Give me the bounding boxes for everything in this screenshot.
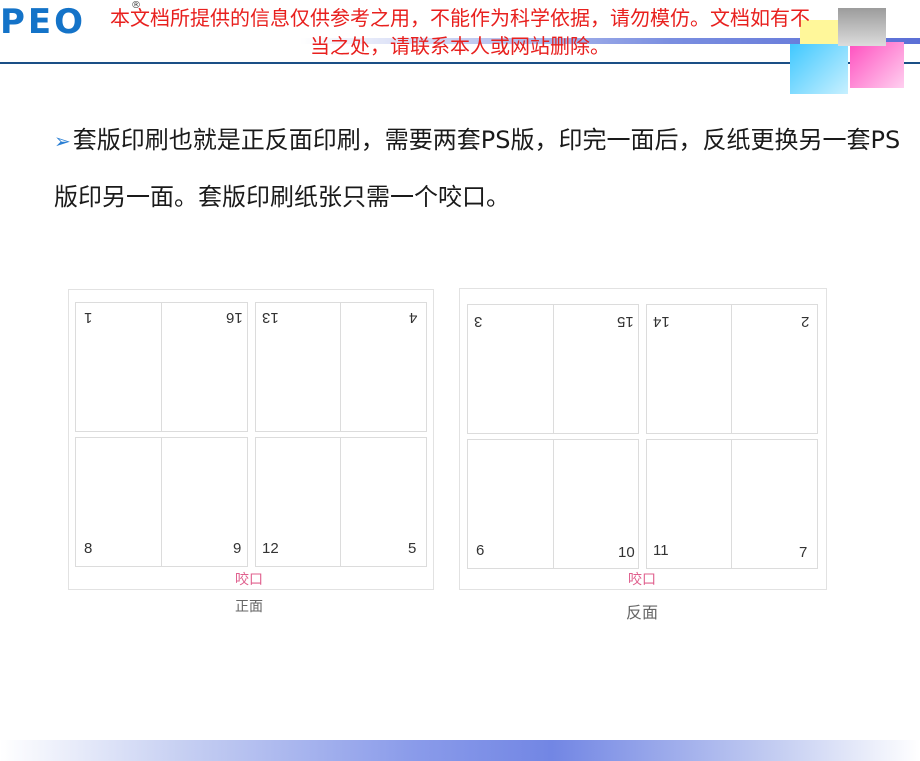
disclaimer-notice: 本文档所提供的信息仅供参考之用，不能作为科学依据，请勿模仿。文档如有不 当之处，… bbox=[0, 0, 920, 60]
body-text: 套版印刷也就是正反面印刷，需要两套PS版，印完一面后，反纸更换另一套PS版印另一… bbox=[54, 126, 901, 211]
page-number: 6 bbox=[476, 542, 485, 559]
back-bottom-left-block: 6 10 bbox=[467, 439, 639, 569]
logo: PEO bbox=[0, 2, 87, 42]
page-number: 14 bbox=[653, 313, 670, 330]
page-number: 4 bbox=[409, 309, 418, 326]
back-side-label: 反面 bbox=[626, 603, 659, 622]
page-number: 15 bbox=[617, 313, 634, 330]
page-number: 16 bbox=[226, 309, 243, 326]
gripper-label: 咬口 bbox=[235, 572, 263, 588]
back-sheet: 3 15 14 2 6 10 11 7 咬口 bbox=[459, 288, 827, 590]
header-divider bbox=[0, 62, 920, 64]
page-number: 13 bbox=[262, 309, 279, 326]
footer-gradient-bar bbox=[0, 740, 920, 761]
cyan-swatch bbox=[790, 44, 848, 94]
back-top-right-block: 14 2 bbox=[646, 304, 818, 434]
front-side-label: 正面 bbox=[235, 599, 263, 615]
page-number: 1 bbox=[84, 309, 93, 326]
notice-line-2: 当之处，请联系本人或网站删除。 bbox=[310, 34, 610, 58]
front-bottom-right-block: 12 5 bbox=[255, 437, 427, 567]
page-number: 11 bbox=[653, 542, 669, 559]
back-bottom-right-block: 11 7 bbox=[646, 439, 818, 569]
page-number: 2 bbox=[801, 313, 810, 330]
magenta-swatch bbox=[850, 42, 904, 88]
front-top-right-block: 13 4 bbox=[255, 302, 427, 432]
back-top-left-block: 3 15 bbox=[467, 304, 639, 434]
page-number: 12 bbox=[262, 540, 279, 557]
gripper-label: 咬口 bbox=[628, 572, 656, 588]
front-top-left-block: 1 16 bbox=[75, 302, 248, 432]
page-number: 10 bbox=[618, 544, 635, 561]
front-bottom-left-block: 8 9 bbox=[75, 437, 248, 567]
page-number: 5 bbox=[408, 540, 417, 557]
notice-line-1: 本文档所提供的信息仅供参考之用，不能作为科学依据，请勿模仿。文档如有不 bbox=[110, 6, 810, 30]
header-strip: PEO ® 本文档所提供的信息仅供参考之用，不能作为科学依据，请勿模仿。文档如有… bbox=[0, 0, 920, 94]
front-sheet: 1 16 13 4 8 9 12 5 咬口 bbox=[68, 289, 434, 590]
header-gradient bbox=[300, 38, 920, 44]
page-number: 8 bbox=[84, 540, 93, 557]
registered-mark-icon: ® bbox=[131, 0, 141, 11]
page-number: 9 bbox=[233, 540, 242, 557]
black-swatch bbox=[838, 8, 886, 46]
body-paragraph: ➢套版印刷也就是正反面印刷，需要两套PS版，印完一面后，反纸更换另一套PS版印另… bbox=[54, 112, 914, 225]
page-number: 7 bbox=[799, 544, 808, 561]
page-number: 3 bbox=[474, 313, 483, 330]
arrow-bullet-icon: ➢ bbox=[54, 129, 71, 153]
